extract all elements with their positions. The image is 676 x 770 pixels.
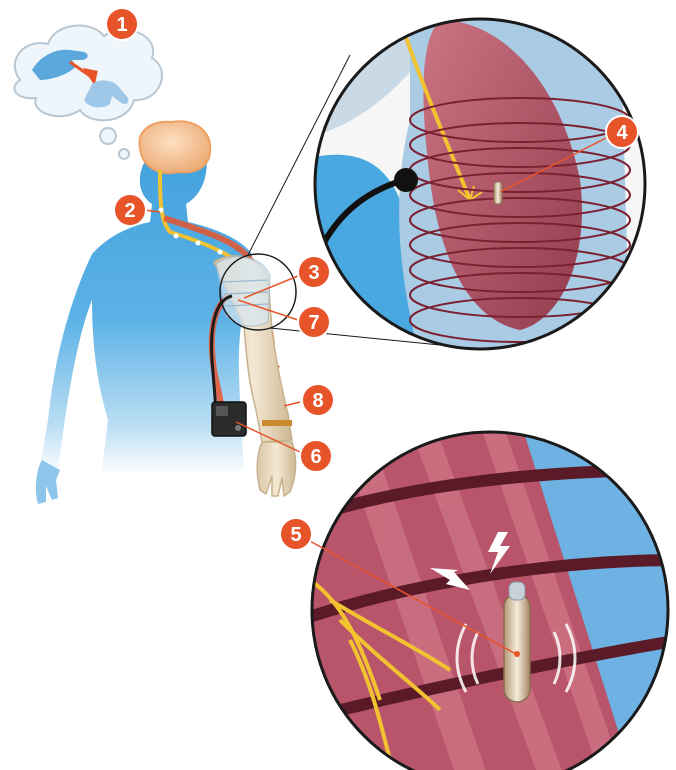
callout-number: 2 [124, 200, 135, 222]
cable-connector [394, 168, 418, 192]
control-unit-icon [212, 402, 246, 436]
prosthetic-hand-icon [257, 442, 295, 496]
implant-sensor-icon [494, 182, 502, 204]
callout-number: 3 [308, 262, 319, 284]
brain-icon [139, 121, 210, 173]
callout-number: 1 [116, 14, 127, 36]
callout-number: 5 [290, 524, 301, 546]
callout-3: 3 [298, 256, 330, 288]
callout-2: 2 [114, 194, 146, 226]
callout-1: 1 [106, 8, 138, 40]
callout-7: 7 [298, 306, 330, 338]
callout-8: 8 [302, 384, 334, 416]
callout-6: 6 [300, 440, 332, 472]
callout-number: 6 [310, 446, 321, 468]
callout-4: 4 [606, 116, 638, 148]
magnified-arm-view [300, 0, 660, 360]
callout-number: 7 [308, 312, 319, 334]
callout-5: 5 [280, 518, 312, 550]
implant-sensor-icon [504, 582, 530, 702]
callout-number: 8 [312, 390, 323, 412]
human-body [36, 127, 252, 504]
callout-number: 4 [616, 122, 628, 144]
magnified-implant-view [300, 420, 676, 770]
